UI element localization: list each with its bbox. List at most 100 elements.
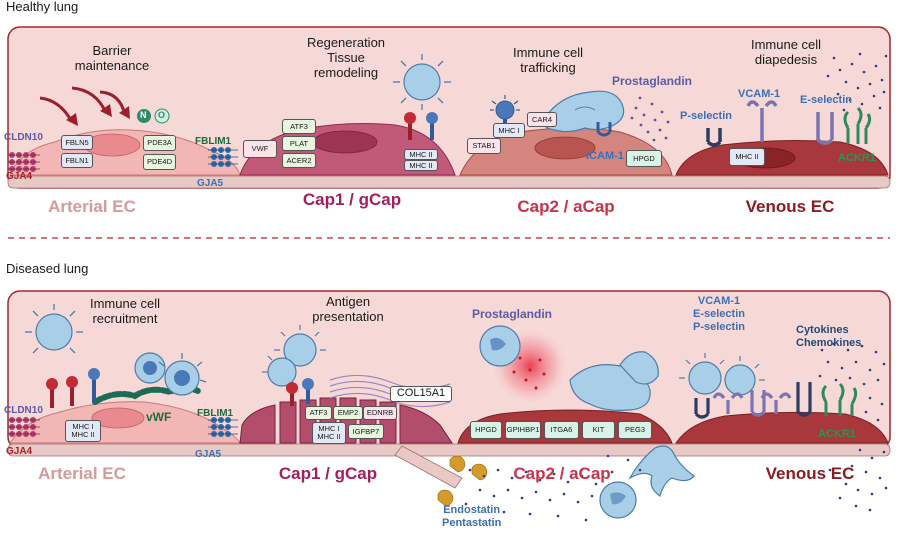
gene-vwf: VWF xyxy=(243,140,277,158)
diseased-arterial-nucleus xyxy=(91,407,145,429)
healthy-title-cap2: Cap2 / aCap xyxy=(517,197,615,216)
healthy-selectin-receptors xyxy=(706,100,834,147)
gene-car4: CAR4 xyxy=(527,112,557,127)
process-immune-trafficking: Immune cell trafficking xyxy=(512,45,584,75)
diseased-title-venous-ec: Venous EC xyxy=(765,464,855,483)
gene-hpgd-healthy: HPGD xyxy=(626,150,662,167)
marker-ackr1-diseased: ACKR1 xyxy=(818,428,856,440)
healthy-title-cap1: Cap1 / gCap xyxy=(302,190,402,209)
gene-fbln1: FBLN1 xyxy=(61,153,93,168)
marker-vcam1-healthy: VCAM-1 xyxy=(738,88,781,100)
marker-fblim1-diseased: FBLIM1 xyxy=(197,408,234,419)
barrier-arrowheads xyxy=(66,104,130,126)
gene-col15a1: COL15A1 xyxy=(390,386,452,402)
gene-emp2: EMP2 xyxy=(333,406,363,420)
marker-ackr1-healthy: ACKR1 xyxy=(838,152,876,164)
marker-fblim1-healthy: FBLIM1 xyxy=(195,136,232,147)
gene-kit: KIT xyxy=(582,421,615,439)
process-antigen-presentation: Antigen presentation xyxy=(312,294,384,324)
healthy-cap1-receptors xyxy=(404,112,438,140)
gene-itga6: ITGA6 xyxy=(544,421,579,439)
diseased-cap2-dots xyxy=(464,454,642,522)
marker-cldn10-healthy: CLDN10 xyxy=(4,132,43,143)
healthy-venous-dots xyxy=(826,52,888,112)
healthy-amoeboid-detail xyxy=(574,106,596,111)
section-title-diseased: Diseased lung xyxy=(6,261,89,276)
marker-prostaglandin-diseased: Prostaglandin xyxy=(472,307,553,321)
marker-selectins-diseased: VCAM-1 E-selectin P-selectin xyxy=(693,295,745,334)
diseased-title-arterial-ec: Arterial EC xyxy=(38,464,126,483)
gene-mhc-ii-venous: MHC II xyxy=(729,148,765,166)
no-label-n: N xyxy=(140,110,147,120)
gene-gpihbp1: GPIHBP1 xyxy=(505,421,541,439)
diseased-fblim1-junction xyxy=(208,417,238,437)
diseased-venous-cell-body xyxy=(675,411,889,444)
gene-fbln5: FBLN5 xyxy=(61,135,93,150)
diseased-cytokine-dots xyxy=(818,342,888,512)
gene-pde3a: PDE3A xyxy=(143,135,176,151)
marker-vwf-diseased: vWF xyxy=(146,410,172,424)
gene-plat: PLAT xyxy=(282,136,316,151)
diseased-cap2-amoeboid-cell-2 xyxy=(619,351,659,385)
gene-atf3-diseased: ATF3 xyxy=(305,406,332,420)
marker-gja4-healthy: GJA4 xyxy=(6,171,33,182)
marker-prostaglandin-healthy: Prostaglandin xyxy=(612,74,693,88)
no-molecule-n xyxy=(137,109,151,123)
marker-endostatin-pentastatin: Endostatin Pentastatin xyxy=(442,504,502,529)
healthy-title-venous-ec: Venous EC xyxy=(745,197,835,216)
diseased-arterial-immune-cells xyxy=(25,304,207,396)
process-immune-recruitment: Immune cell recruitment xyxy=(89,296,161,326)
gene-pde4d: PDE4D xyxy=(143,154,176,170)
healthy-fblim1-junction xyxy=(208,147,238,167)
diseased-cap1-receptors xyxy=(286,378,314,406)
gene-mhc-i: MHC I xyxy=(493,123,525,138)
diseased-title-cap2: Cap2 / aCap xyxy=(513,464,611,483)
icam1-receptor xyxy=(596,122,612,137)
diseased-venous-immune-cells xyxy=(679,353,765,396)
gene-hpgd-diseased: HPGD xyxy=(470,421,502,439)
gene-igfbp7: IGFBP7 xyxy=(348,424,384,439)
healthy-cap2-nucleus xyxy=(534,136,596,160)
gene-mhc-ii-a: MHC II xyxy=(404,149,438,160)
diseased-ackr1-receptors xyxy=(821,382,858,416)
gene-stab1: STAB1 xyxy=(467,138,501,154)
diseased-selectin-receptors xyxy=(694,382,812,419)
marker-cytokines-chemokines: Cytokines Chemokines xyxy=(796,324,862,350)
section-title-healthy: Healthy lung xyxy=(6,0,79,14)
marker-e-selectin-healthy: E-selectin xyxy=(800,94,852,106)
diseased-dendritic-cell xyxy=(599,445,695,519)
healthy-cldn10-junction xyxy=(8,152,40,172)
gene-atf3: ATF3 xyxy=(282,119,316,134)
marker-p-selectin-healthy: P-selectin xyxy=(680,110,732,122)
process-immune-diapedesis: Immune cell diapedesis xyxy=(750,37,822,67)
process-barrier-maintenance: Barrier maintenance xyxy=(74,43,150,73)
marker-gja4-diseased: GJA4 xyxy=(6,446,33,457)
marker-gja5-healthy: GJA5 xyxy=(197,178,224,189)
no-label-o: O xyxy=(158,110,166,120)
healthy-prostaglandin-dots xyxy=(630,96,670,142)
diseased-basement-strip xyxy=(7,443,891,457)
sprouting-tube xyxy=(394,445,463,489)
marker-gja5-diseased: GJA5 xyxy=(195,449,222,460)
gene-acer2: ACER2 xyxy=(282,153,316,168)
healthy-floating-immune-cell xyxy=(393,54,451,110)
gene-mhc-cap1-diseased: MHC I MHC II xyxy=(312,422,346,444)
gene-mhc-arterial-diseased: MHC I MHC II xyxy=(65,420,101,442)
healthy-ackr1-receptors xyxy=(843,106,872,144)
process-regeneration: Regeneration Tissue remodeling xyxy=(306,35,386,80)
diseased-title-cap1: Cap1 / gCap xyxy=(278,464,378,483)
healthy-title-arterial-ec: Arterial EC xyxy=(48,197,136,216)
gene-mhc-ii-b: MHC II xyxy=(404,160,438,171)
gene-ednrb: EDNRB xyxy=(363,406,397,420)
healthy-cap1-nucleus xyxy=(312,130,378,154)
prostaglandin-red-dots xyxy=(512,356,546,390)
marker-icam1: ICAM-1 xyxy=(586,150,624,162)
diseased-cldn10-junction xyxy=(8,417,40,437)
no-molecule-o xyxy=(154,108,170,124)
healthy-basement-strip xyxy=(7,175,891,189)
diseased-prostaglandin-cell xyxy=(479,325,521,367)
gene-peg3: PEG3 xyxy=(618,421,652,439)
diseased-cap1-immune-cells xyxy=(262,325,326,387)
